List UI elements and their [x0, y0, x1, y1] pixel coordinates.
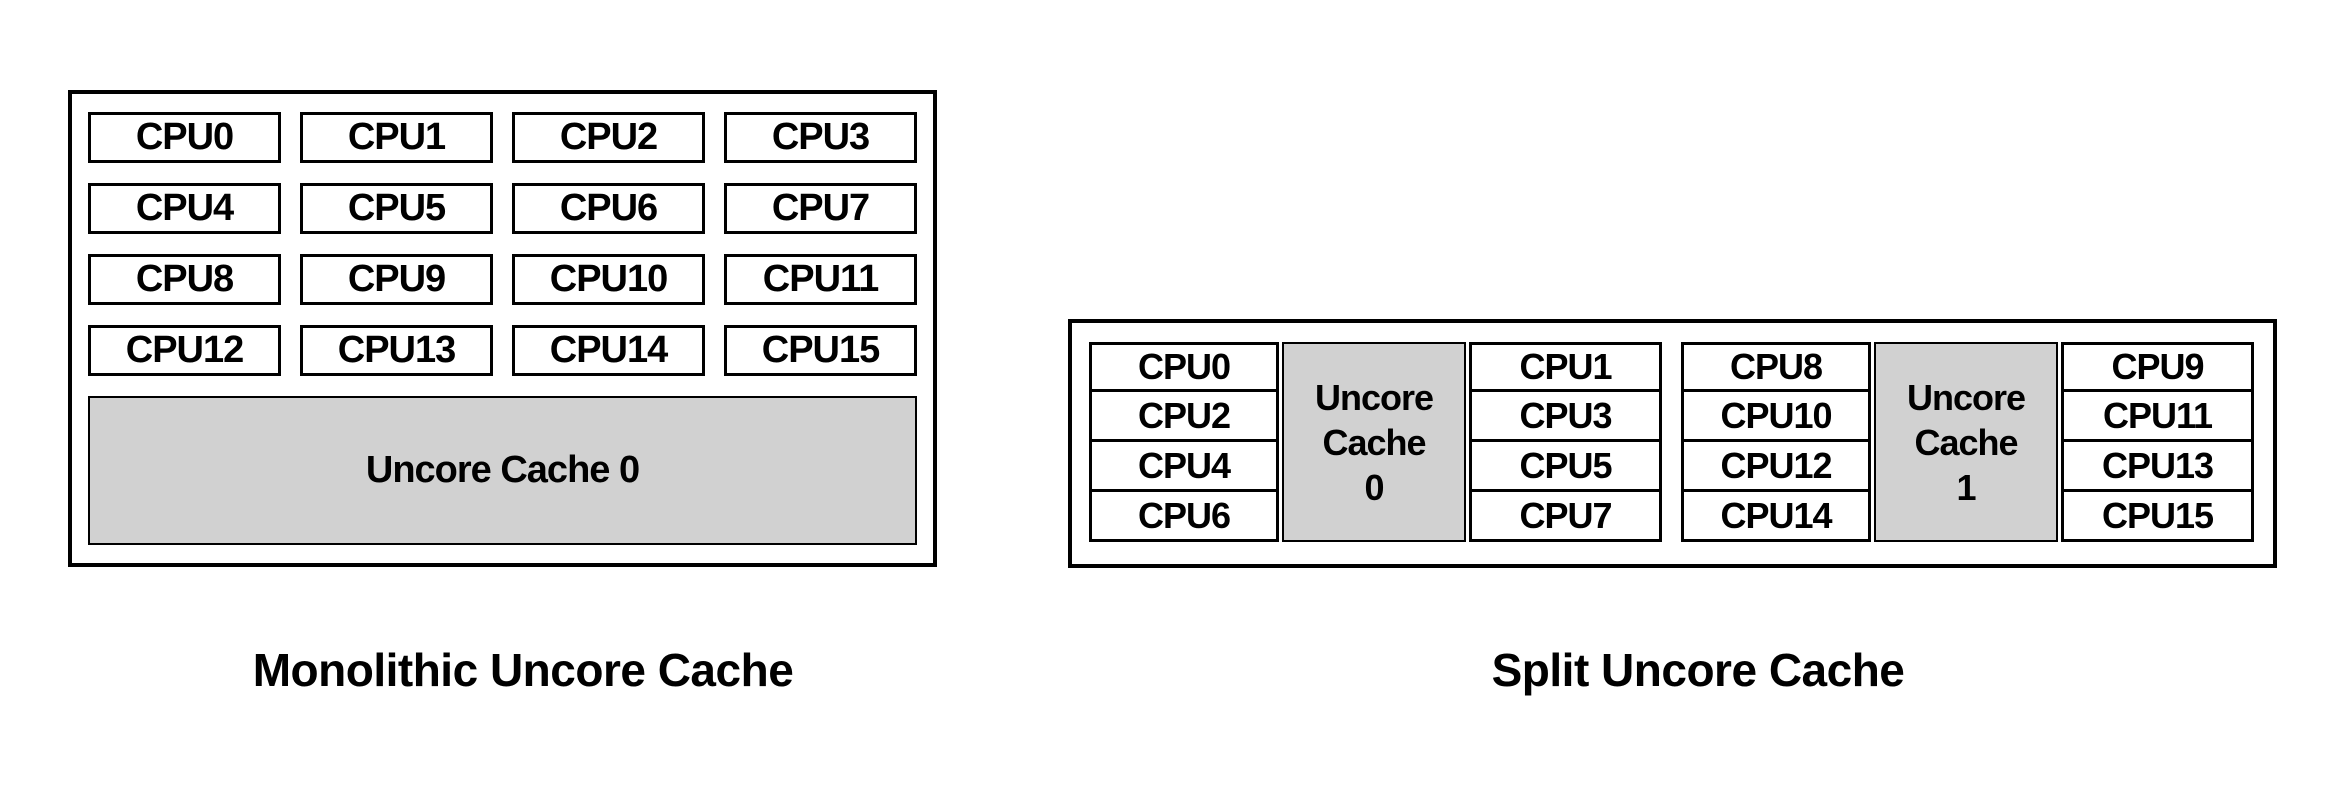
cpu-cell: CPU6 — [1089, 492, 1279, 542]
cpu-cell: CPU12 — [1681, 442, 1871, 492]
split-left-column: CPU8 CPU10 CPU12 CPU14 — [1681, 342, 1871, 542]
split-right-column: CPU1 CPU3 CPU5 CPU7 — [1469, 342, 1662, 542]
cpu-cell: CPU1 — [1469, 342, 1662, 392]
cpu-box: CPU5 — [300, 183, 493, 234]
cpu-box: CPU9 — [300, 254, 493, 305]
cpu-cell: CPU2 — [1089, 392, 1279, 442]
cpu-cell: CPU9 — [2061, 342, 2254, 392]
uncore-cache-1-box: Uncore Cache 1 — [1874, 342, 2058, 542]
split-right-column: CPU9 CPU11 CPU13 CPU15 — [2061, 342, 2254, 542]
uncore-cache-label-line: Uncore — [1906, 376, 2026, 418]
split-caption: Split Uncore Cache — [1491, 644, 1905, 696]
cpu-cell: CPU14 — [1681, 492, 1871, 542]
cpu-box: CPU13 — [300, 325, 493, 376]
cpu-cell: CPU8 — [1681, 342, 1871, 392]
cpu-box: CPU2 — [512, 112, 705, 163]
uncore-cache-0-box: Uncore Cache 0 — [1282, 342, 1466, 542]
monolithic-cpu-grid: CPU0 CPU1 CPU2 CPU3 CPU4 CPU5 CPU6 CPU7 … — [88, 112, 917, 376]
uncore-cache-label-line: Cache — [1914, 421, 2018, 463]
cpu-box: CPU6 — [512, 183, 705, 234]
split-left-column: CPU0 CPU2 CPU4 CPU6 — [1089, 342, 1279, 542]
uncore-cache-label-line: 1 — [1956, 466, 1976, 508]
cpu-box: CPU14 — [512, 325, 705, 376]
split-diagram: CPU0 CPU2 CPU4 CPU6 Uncore Cache 0 CPU1 … — [1068, 319, 2277, 568]
cpu-box: CPU4 — [88, 183, 281, 234]
cpu-cell: CPU15 — [2061, 492, 2254, 542]
cpu-box: CPU3 — [724, 112, 917, 163]
monolithic-diagram: CPU0 CPU1 CPU2 CPU3 CPU4 CPU5 CPU6 CPU7 … — [68, 90, 937, 567]
monolithic-caption: Monolithic Uncore Cache — [252, 644, 794, 696]
cpu-box: CPU7 — [724, 183, 917, 234]
cpu-box: CPU0 — [88, 112, 281, 163]
cpu-cell: CPU11 — [2061, 392, 2254, 442]
uncore-cache-0-box: Uncore Cache 0 — [88, 396, 917, 545]
cpu-cell: CPU7 — [1469, 492, 1662, 542]
cpu-cell: CPU5 — [1469, 442, 1662, 492]
cpu-box: CPU10 — [512, 254, 705, 305]
cpu-box: CPU12 — [88, 325, 281, 376]
uncore-cache-label-line: 0 — [1364, 466, 1384, 508]
split-group-1: CPU8 CPU10 CPU12 CPU14 Uncore Cache 1 CP… — [1681, 342, 2254, 542]
cpu-cell: CPU13 — [2061, 442, 2254, 492]
uncore-cache-label-line: Cache — [1322, 421, 1426, 463]
cpu-cell: CPU0 — [1089, 342, 1279, 392]
split-group-0: CPU0 CPU2 CPU4 CPU6 Uncore Cache 0 CPU1 … — [1089, 342, 1662, 542]
cpu-box: CPU1 — [300, 112, 493, 163]
cpu-cell: CPU10 — [1681, 392, 1871, 442]
uncore-cache-label-line: Uncore — [1314, 376, 1434, 418]
cpu-box: CPU11 — [724, 254, 917, 305]
cpu-box: CPU8 — [88, 254, 281, 305]
cpu-cell: CPU4 — [1089, 442, 1279, 492]
cpu-cell: CPU3 — [1469, 392, 1662, 442]
cpu-box: CPU15 — [724, 325, 917, 376]
